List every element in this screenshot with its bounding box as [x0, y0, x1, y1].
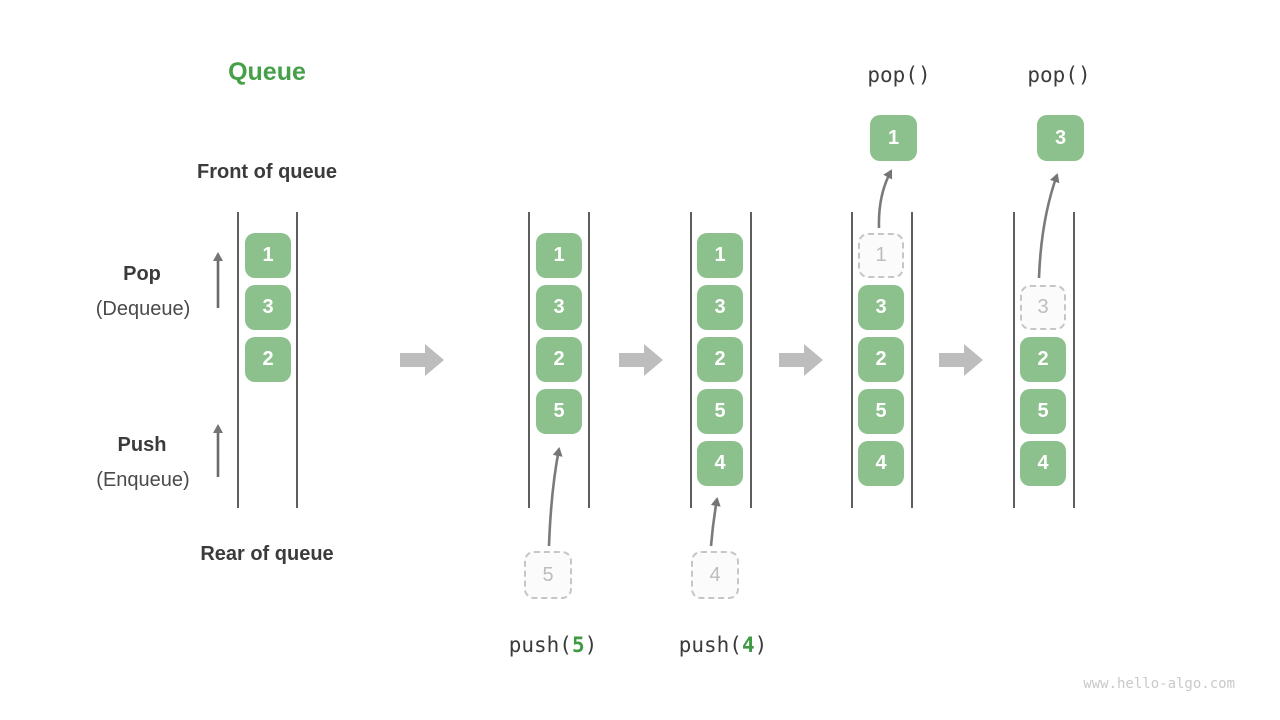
pop-arrow-icon	[877, 169, 893, 229]
queue-rail-left	[528, 212, 530, 508]
queue-item-box: 4	[697, 441, 743, 486]
queue-rail-right	[1073, 212, 1075, 508]
queue-rail-right	[296, 212, 298, 508]
queue-item-box: 5	[697, 389, 743, 434]
popped-item-box: 1	[870, 115, 917, 161]
push-operation-label: push(5)	[493, 631, 613, 659]
state-transition-arrow-icon	[939, 344, 983, 376]
state-transition-arrow-icon	[619, 344, 663, 376]
queue-item-box: 1	[536, 233, 582, 278]
pop-operation-label: pop()	[867, 63, 931, 87]
push-operation-label: push(4)	[663, 631, 783, 659]
queue-rail-left	[237, 212, 239, 508]
queue-item-box: 5	[858, 389, 904, 434]
push-arrow-icon	[547, 447, 563, 547]
watermark: www.hello-algo.com	[1083, 676, 1235, 692]
push-side-label: Push	[117, 433, 167, 456]
dequeue-side-sublabel: (Dequeue)	[95, 297, 191, 320]
queue-item-box: 3	[245, 285, 291, 330]
queue-item-box: 5	[1020, 389, 1066, 434]
queue-item-box: 2	[1020, 337, 1066, 382]
pushed-item-ghost-box: 5	[524, 551, 572, 599]
queue-item-box: 3	[858, 285, 904, 330]
push-arrow-icon	[709, 497, 721, 547]
queue-rail-right	[911, 212, 913, 508]
queue-item-box: 5	[536, 389, 582, 434]
queue-item-box: 2	[697, 337, 743, 382]
pop-side-label: Pop	[123, 262, 161, 285]
queue-item-box: 2	[245, 337, 291, 382]
push-label-arg: 5	[571, 633, 585, 657]
queue-item-box: 4	[858, 441, 904, 486]
queue-rail-left	[1013, 212, 1015, 508]
queue-rail-left	[690, 212, 692, 508]
push-label-arg: 4	[741, 633, 755, 657]
popped-item-ghost-box: 3	[1020, 285, 1066, 330]
popped-item-ghost-box: 1	[858, 233, 904, 278]
push-label-prefix: push(	[508, 633, 572, 657]
front-of-queue-label: Front of queue	[197, 160, 337, 183]
push-label-prefix: push(	[678, 633, 742, 657]
queue-item-box: 2	[536, 337, 582, 382]
state-transition-arrow-icon	[400, 344, 444, 376]
state-transition-arrow-icon	[779, 344, 823, 376]
push-label-suffix: )	[584, 633, 598, 657]
pop-arrow-icon	[1037, 173, 1060, 279]
pushed-item-ghost-box: 4	[691, 551, 739, 599]
queue-item-box: 3	[697, 285, 743, 330]
queue-item-box: 1	[245, 233, 291, 278]
enqueue-side-sublabel: (Enqueue)	[96, 468, 190, 491]
queue-item-box: 2	[858, 337, 904, 382]
diagram-title: Queue	[228, 57, 306, 86]
pop-operation-label: pop()	[1027, 63, 1091, 87]
push-label-suffix: )	[754, 633, 768, 657]
queue-item-box: 1	[697, 233, 743, 278]
queue-item-box: 3	[536, 285, 582, 330]
queue-item-box: 4	[1020, 441, 1066, 486]
popped-item-box: 3	[1037, 115, 1084, 161]
queue-rail-right	[588, 212, 590, 508]
rear-of-queue-label: Rear of queue	[200, 542, 334, 565]
queue-rail-right	[750, 212, 752, 508]
queue-rail-left	[851, 212, 853, 508]
